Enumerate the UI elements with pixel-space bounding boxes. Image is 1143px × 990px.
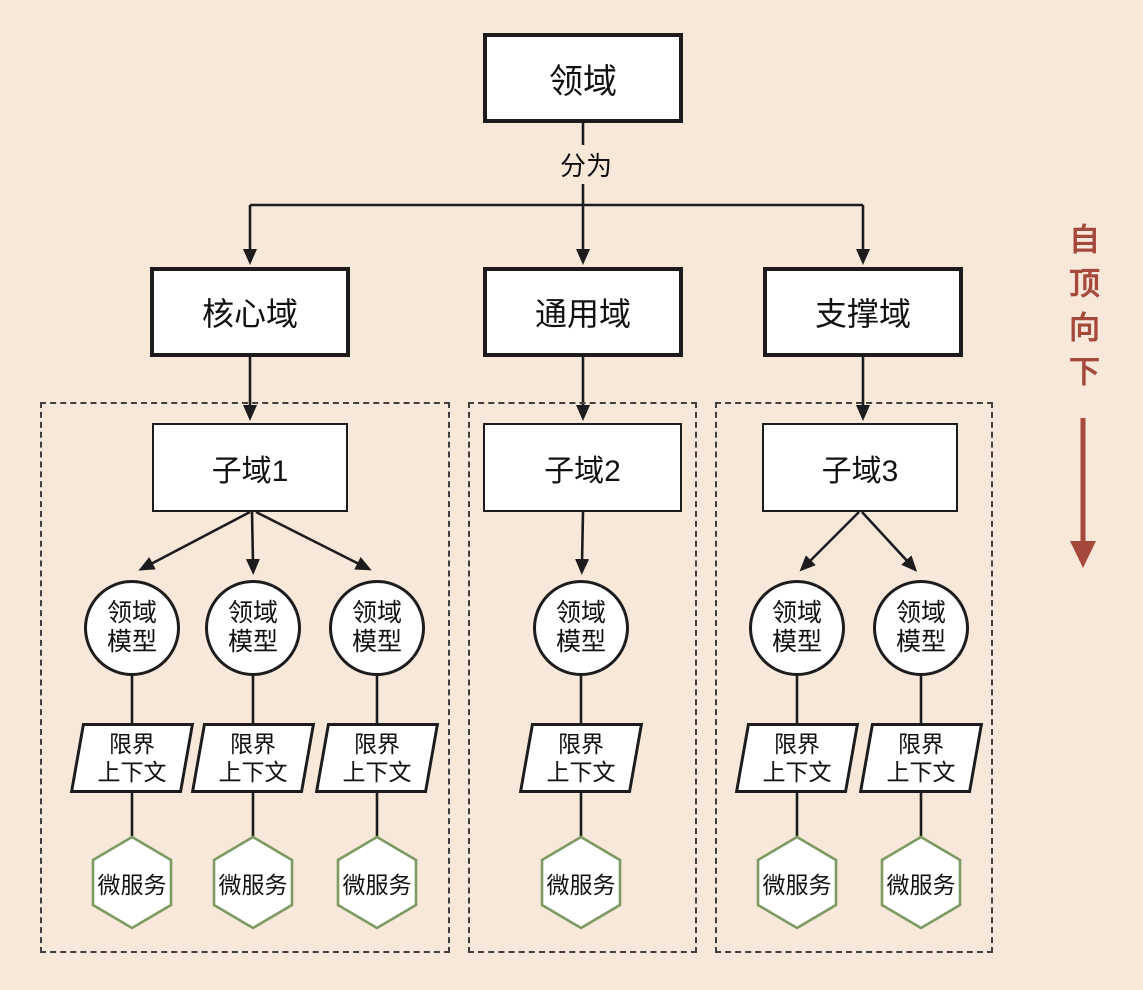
group-generic-subdomain <box>468 402 697 953</box>
domain-model-circle: 领域 模型 <box>873 580 969 676</box>
bounded-context-line1: 限界 <box>109 730 155 757</box>
bounded-context-line2: 上下文 <box>97 759 167 785</box>
bounded-context-line2: 上下文 <box>762 759 832 785</box>
microservice-hexagon: 微服务 <box>879 835 963 930</box>
group-supporting-subdomain <box>715 402 993 953</box>
group-core-subdomain <box>40 402 450 953</box>
domain-model-line1: 领域 <box>106 598 157 627</box>
domain-model-line2: 模型 <box>351 628 402 656</box>
bounded-context-line2: 上下文 <box>218 759 288 785</box>
edge-sub1-model3 <box>255 510 372 571</box>
node-generic-domain-label: 通用域 <box>534 296 631 332</box>
bounded-context-line2: 上下文 <box>546 759 616 785</box>
hexagon-shape <box>880 835 962 930</box>
domain-model-circle: 领域 模型 <box>205 580 301 676</box>
node-subdomain-1: 子域1 <box>152 423 348 512</box>
domain-model-line2: 模型 <box>555 628 606 656</box>
bounded-context-line2: 上下文 <box>342 759 412 785</box>
bounded-context-parallelogram: 限界 上下文 <box>734 723 860 793</box>
domain-model-circle: 领域 模型 <box>329 580 425 676</box>
node-subdomain-2: 子域2 <box>483 423 682 512</box>
hexagon-shape <box>91 835 173 930</box>
node-supporting-domain-label: 支撑域 <box>814 296 911 332</box>
edge-sub3-model2 <box>861 511 918 572</box>
hexagon-shape <box>540 835 622 930</box>
microservice-label: 微服务 <box>886 871 956 898</box>
domain-model-line1: 领域 <box>555 598 606 627</box>
node-subdomain-3: 子域3 <box>762 423 958 512</box>
domain-model-circle: 领域 模型 <box>533 580 629 676</box>
domain-model-circle: 领域 模型 <box>84 580 180 676</box>
microservice-hexagon: 微服务 <box>539 835 623 930</box>
bounded-context-line1: 限界 <box>558 730 604 757</box>
microservice-label: 微服务 <box>218 871 288 898</box>
bounded-context-line1: 限界 <box>230 730 276 757</box>
microservice-label: 微服务 <box>546 871 616 898</box>
bounded-context-line2: 上下文 <box>886 759 956 785</box>
bounded-context-parallelogram: 限界 上下文 <box>190 723 316 793</box>
hexagon-shape <box>212 835 294 930</box>
edge-sub2-model <box>575 511 590 575</box>
microservice-hexagon: 微服务 <box>335 835 419 930</box>
hexagon-shape <box>756 835 838 930</box>
domain-model-line2: 模型 <box>771 628 822 656</box>
node-subdomain-1-label: 子域1 <box>211 454 289 488</box>
domain-model-line1: 领域 <box>351 598 402 627</box>
bounded-context-line1: 限界 <box>354 730 400 757</box>
edge-sub1-model2 <box>245 511 260 575</box>
node-generic-domain: 通用域 <box>483 267 683 357</box>
microservice-hexagon: 微服务 <box>90 835 174 930</box>
edge-sub3-model1 <box>799 511 860 572</box>
microservice-hexagon: 微服务 <box>755 835 839 930</box>
node-subdomain-3-label: 子域3 <box>821 454 899 488</box>
node-core-domain: 核心域 <box>150 267 350 357</box>
domain-model-line2: 模型 <box>106 628 157 656</box>
node-core-domain-label: 核心域 <box>201 296 298 332</box>
microservice-label: 微服务 <box>762 871 832 898</box>
node-subdomain-2-label: 子域2 <box>544 454 621 488</box>
microservice-label: 微服务 <box>97 871 167 898</box>
edge-sub1-model1 <box>138 510 251 571</box>
domain-model-line1: 领域 <box>771 598 822 627</box>
edge-label-split: 分为 <box>553 145 620 184</box>
node-domain: 领域 <box>483 33 683 123</box>
microservice-label: 微服务 <box>342 871 412 898</box>
domain-model-circle: 领域 模型 <box>749 580 845 676</box>
bounded-context-line1: 限界 <box>898 730 944 757</box>
domain-model-line2: 模型 <box>895 628 946 656</box>
domain-model-line2: 模型 <box>227 628 278 656</box>
top-down-annotation: 自顶向下 <box>1064 223 1099 399</box>
microservice-hexagon: 微服务 <box>211 835 295 930</box>
bounded-context-parallelogram: 限界 上下文 <box>858 723 984 793</box>
hexagon-shape <box>336 835 418 930</box>
bounded-context-parallelogram: 限界 上下文 <box>69 723 195 793</box>
node-domain-label: 领域 <box>549 62 617 101</box>
bounded-context-parallelogram: 限界 上下文 <box>314 723 440 793</box>
domain-model-line1: 领域 <box>227 598 278 627</box>
domain-model-line1: 领域 <box>895 598 946 627</box>
node-supporting-domain: 支撑域 <box>763 267 963 357</box>
bounded-context-line1: 限界 <box>774 730 820 757</box>
bounded-context-parallelogram: 限界 上下文 <box>518 723 644 793</box>
